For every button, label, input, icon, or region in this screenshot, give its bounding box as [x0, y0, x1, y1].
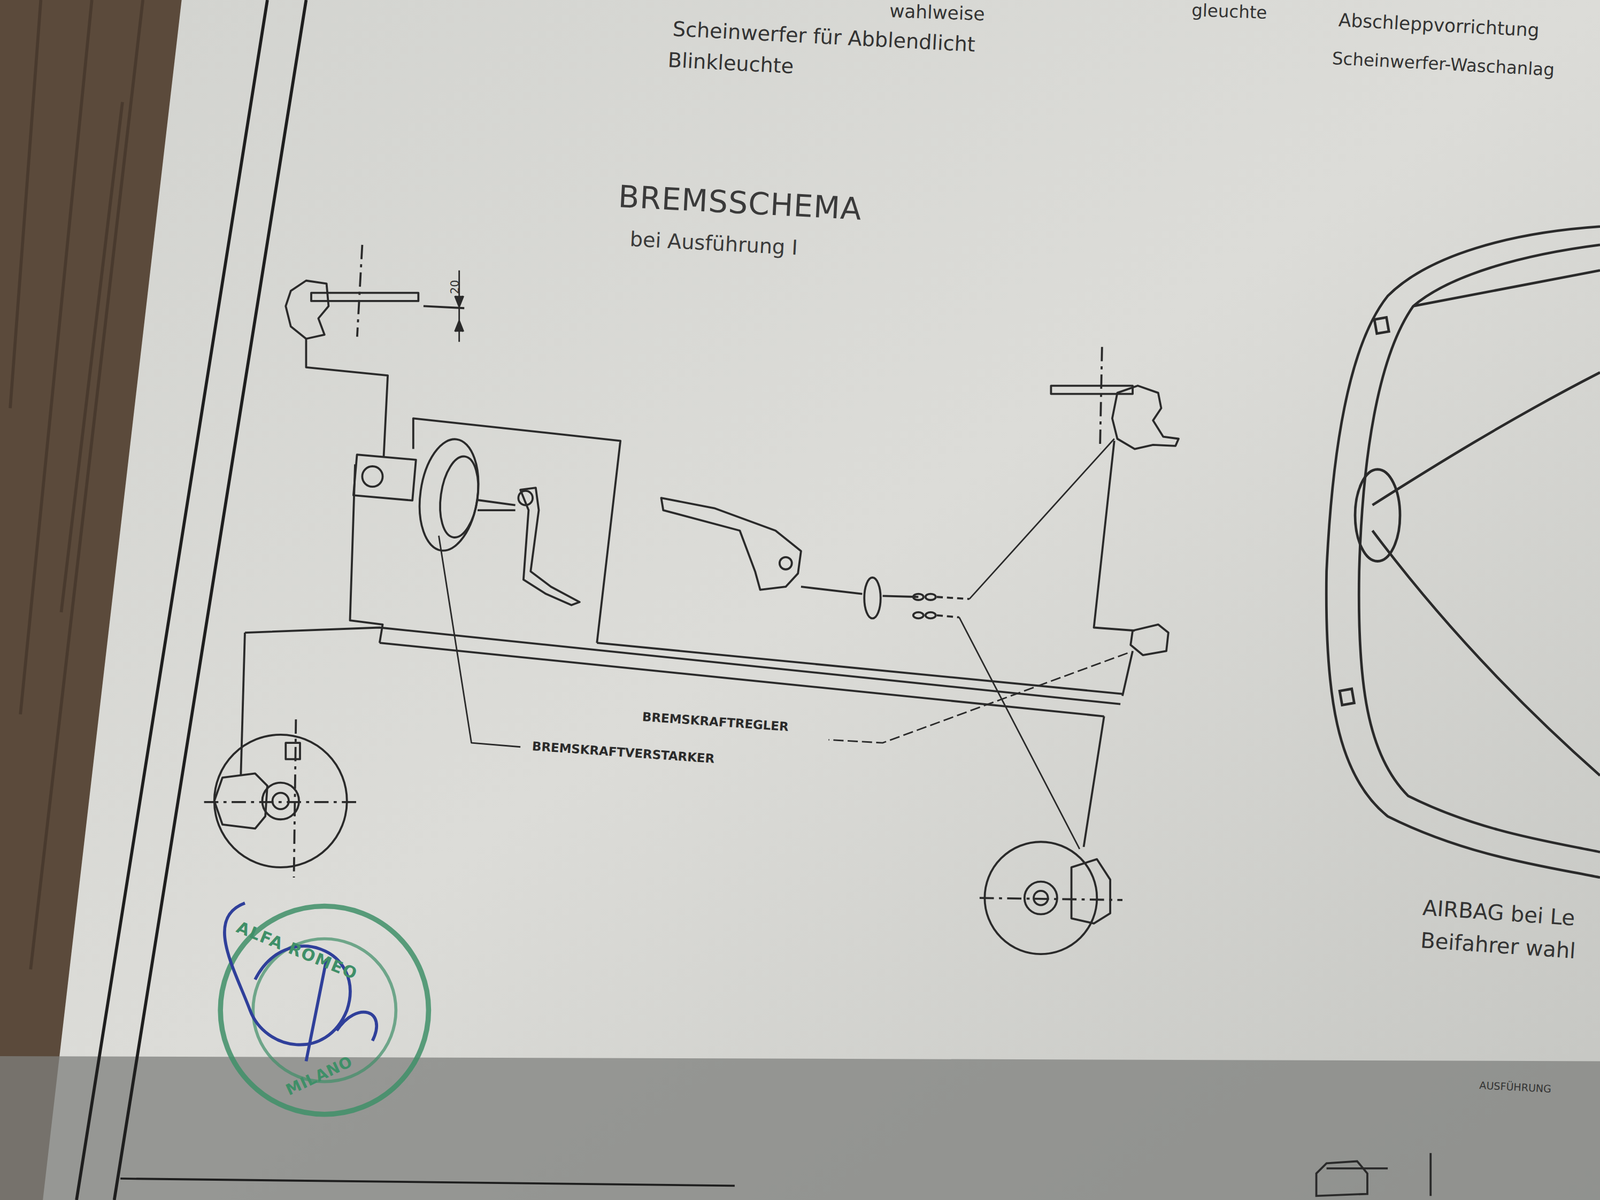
shadow-band: [0, 1056, 1600, 1200]
car-outline: [1326, 226, 1600, 878]
page-border: [76, 0, 735, 1200]
table-wood: [0, 0, 182, 1200]
note-text: gleuchte: [1190, 1, 1267, 23]
dimension: 20: [449, 279, 462, 295]
small-figure: [1316, 1152, 1432, 1196]
wood-grain: [10, 0, 143, 970]
company-stamp: [220, 903, 429, 1115]
brake-schematic: [204, 244, 1179, 955]
note-text: wahlweise: [889, 1, 986, 25]
